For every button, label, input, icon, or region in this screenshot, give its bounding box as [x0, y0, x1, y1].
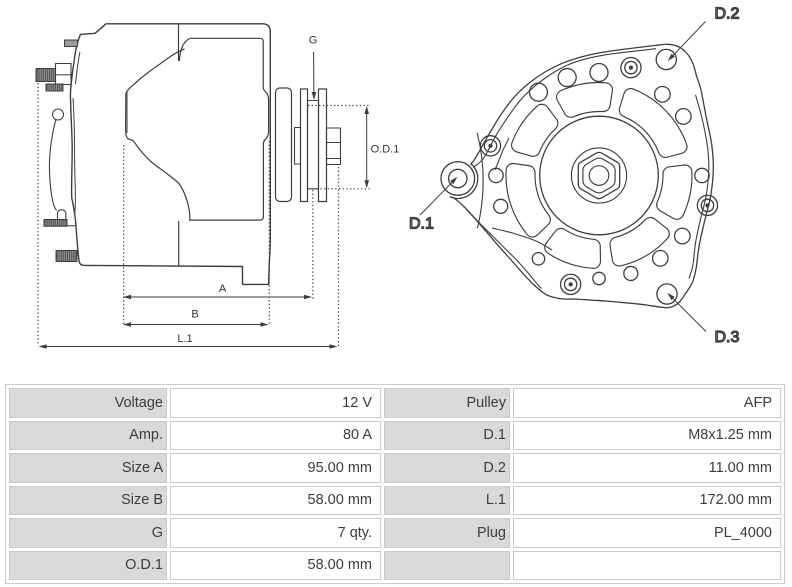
svg-text:L.1: L.1: [177, 333, 192, 345]
svg-text:B: B: [191, 309, 198, 321]
svg-text:G: G: [309, 35, 318, 47]
svg-text:D.2: D.2: [715, 6, 740, 23]
svg-text:D.1: D.1: [409, 216, 434, 233]
svg-text:A: A: [219, 283, 227, 295]
svg-text:O.D.1: O.D.1: [371, 144, 400, 156]
svg-text:D.3: D.3: [715, 329, 740, 346]
